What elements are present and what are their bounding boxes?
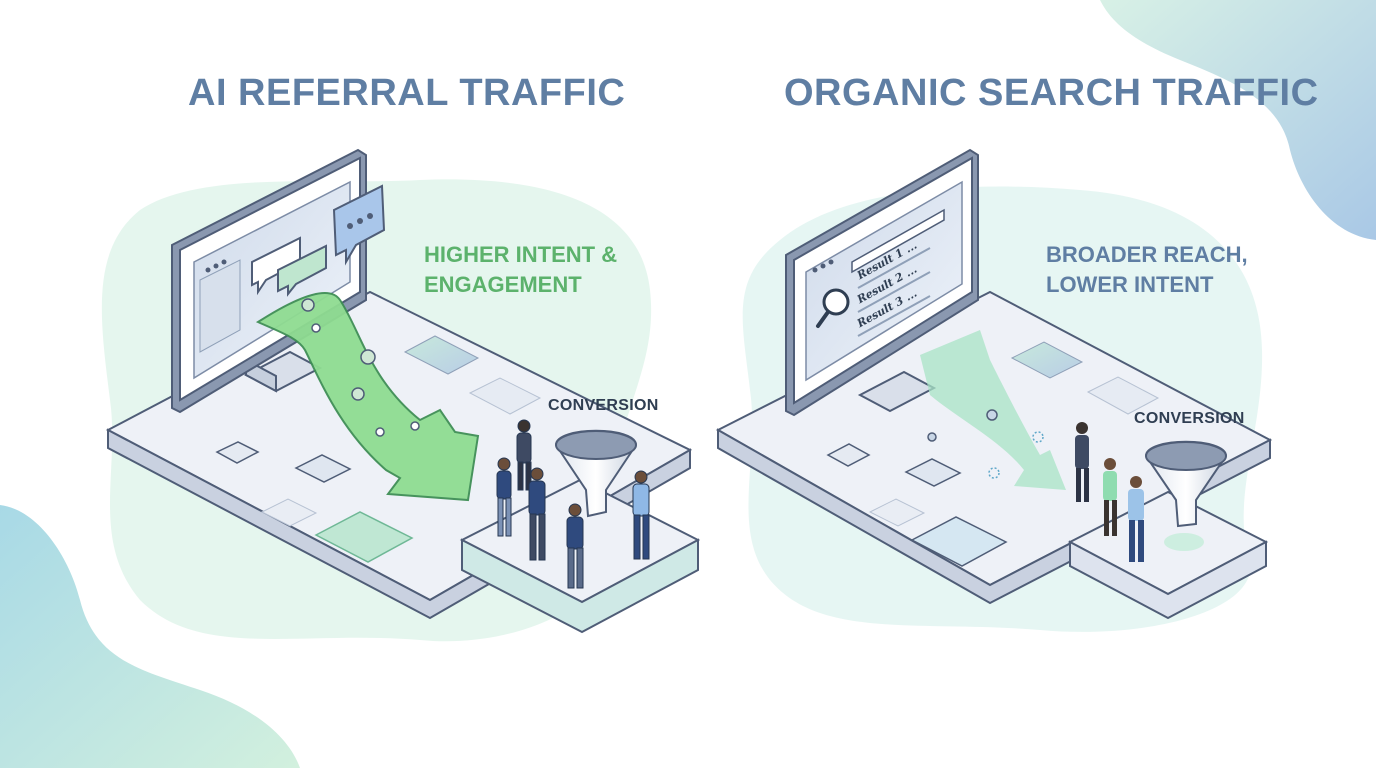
arrow-icon [255,292,480,502]
organic-search-illustration [715,148,1273,632]
organic-intent-note: BROADER REACH, LOWER INTENT [1046,240,1248,300]
organic-conversion-label: CONVERSION [1134,410,1245,427]
organic-people [1075,422,1144,562]
ai-intent-note-line1: HIGHER INTENT & [424,242,618,267]
ai-intent-note: HIGHER INTENT & ENGAGEMENT [424,240,617,300]
corner-blob-top-right [1100,0,1376,240]
people-group [496,419,650,589]
organic-search-title: ORGANIC SEARCH TRAFFIC [784,72,1319,114]
funnel-icon [554,429,638,518]
person-icon [311,323,321,333]
ai-intent-note-line2: ENGAGEMENT [424,272,582,297]
chat-bubble-icon [251,184,386,297]
ai-referral-title: AI REFERRAL TRAFFIC [188,72,626,114]
ai-glow-tile [314,511,414,563]
corner-blob-bottom-left [0,505,300,768]
organic-funnel [1144,440,1228,528]
magnifier-icon [816,288,850,328]
organic-intent-note-line2: LOWER INTENT [1046,272,1214,297]
ai-conversion-label: CONVERSION [548,397,659,414]
organic-monitor [785,148,979,417]
ai-referral-illustration [101,148,701,642]
organic-intent-note-line1: BROADER REACH, [1046,242,1248,267]
